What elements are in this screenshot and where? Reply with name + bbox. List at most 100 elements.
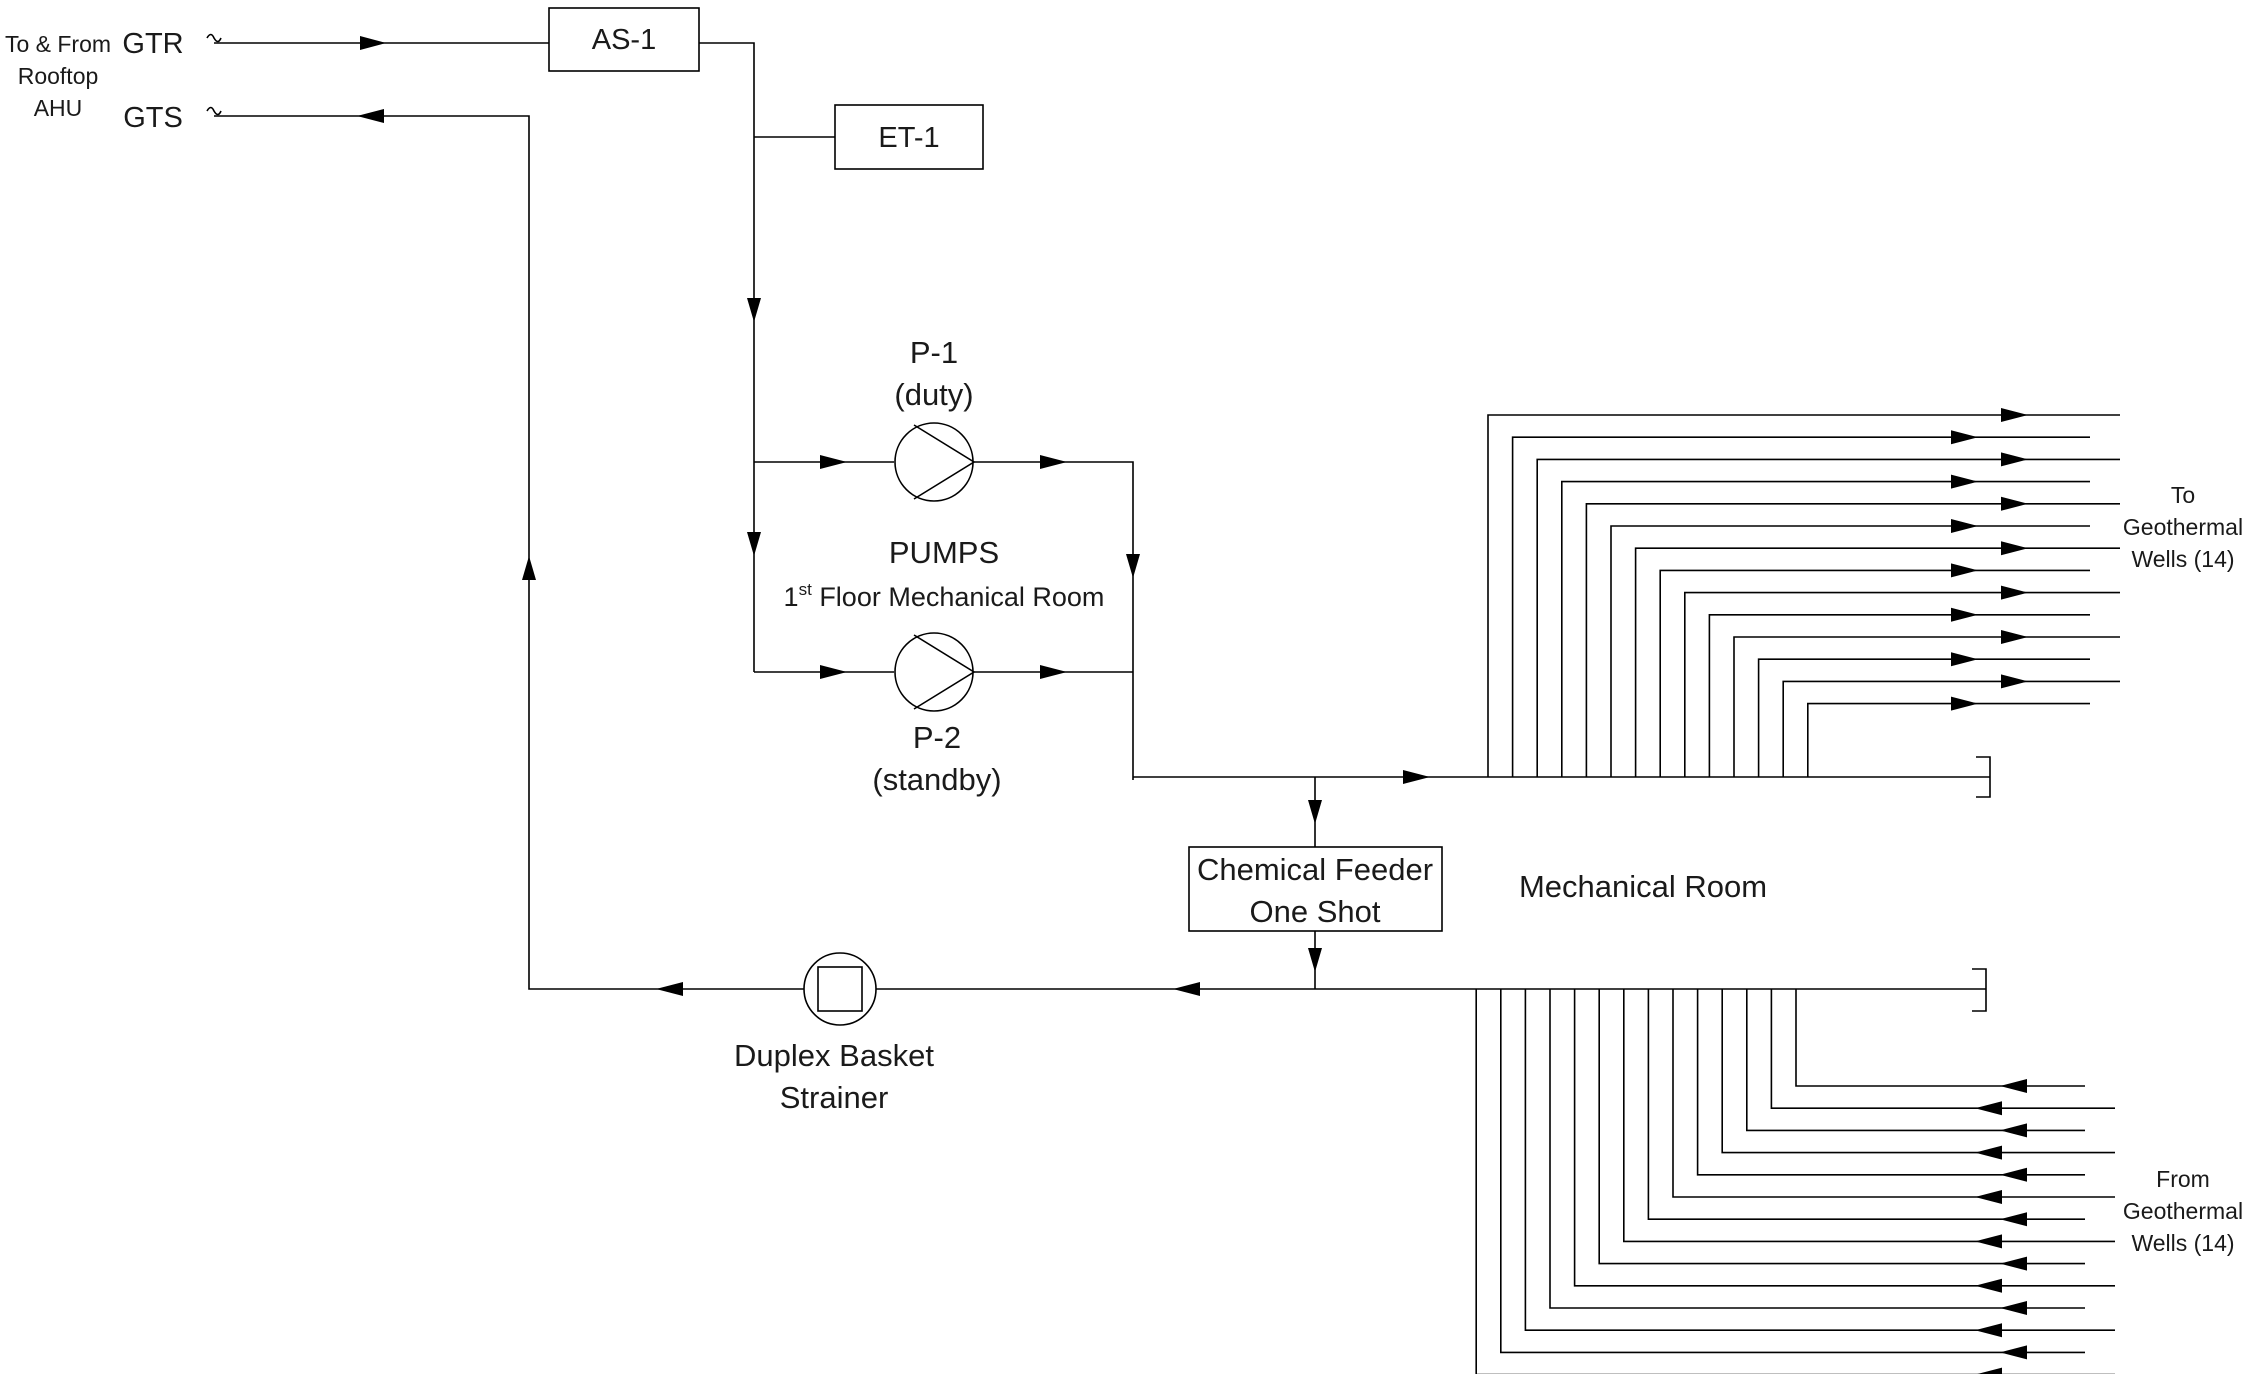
svg-text:Geothermal: Geothermal — [2123, 1198, 2243, 1224]
gtr-break-symbol — [206, 33, 222, 43]
to-wells-label: To Geothermal Wells (14) — [2123, 482, 2243, 572]
discharge-down-arrow — [1126, 554, 1140, 578]
return-well-pipe — [1623, 989, 2115, 1243]
gts-flow-arrow — [357, 109, 384, 123]
return-well-circuits — [1475, 989, 2115, 1374]
supply-well-arrow — [1951, 652, 1978, 667]
pump2-icon — [894, 632, 976, 712]
return-well-arrow — [1975, 1234, 2002, 1249]
supply-well-arrow — [2001, 496, 2028, 511]
return-well-pipe — [1647, 989, 2085, 1220]
supply-well-pipe — [1659, 569, 2090, 777]
pump2-discharge-arrow — [1040, 665, 1067, 679]
return-well-arrow — [1975, 1145, 2002, 1160]
supply-well-pipe — [1634, 547, 2120, 777]
riser-up-arrow — [522, 556, 536, 580]
pump2-role: (standby) — [872, 762, 1001, 797]
pumps-title: PUMPS — [889, 535, 999, 570]
return-well-pipe — [1598, 989, 2085, 1265]
return-well-pipe — [1524, 989, 2115, 1331]
gts-break-symbol — [206, 106, 222, 116]
return-well-arrow — [2000, 1301, 2027, 1315]
svg-text:To & From: To & From — [5, 31, 111, 57]
supply-well-arrow — [2001, 452, 2028, 467]
gts-return-pipe — [214, 115, 804, 990]
return-well-pipe — [1770, 989, 2115, 1109]
supply-well-arrow — [1951, 519, 1978, 533]
return-well-arrow — [1975, 1323, 2002, 1338]
return-well-arrow — [1975, 1278, 2002, 1293]
expansion-tank-label: ET-1 — [878, 122, 939, 154]
return-well-pipe — [1549, 989, 2085, 1309]
pump1-tag: P-1 — [910, 335, 958, 370]
return-well-arrow — [2000, 1345, 2027, 1360]
air-separator-box — [548, 7, 700, 72]
pumps-location: 1st Floor Mechanical Room — [784, 580, 1105, 612]
return-well-arrow — [2000, 1212, 2027, 1227]
svg-text:From: From — [2156, 1166, 2210, 1192]
supply-header-arrow — [1403, 770, 1430, 784]
supply-well-pipe — [1807, 702, 2090, 777]
pump1-discharge-arrow — [1040, 455, 1067, 469]
return-well-pipe — [1721, 989, 2115, 1154]
svg-text:AHU: AHU — [34, 95, 83, 121]
supply-down-arrow — [747, 298, 761, 322]
chemical-feeder-line1: Chemical Feeder — [1197, 852, 1433, 887]
supply-well-arrow — [1951, 607, 1978, 622]
expansion-tank-box — [834, 104, 984, 170]
from-wells-label: From Geothermal Wells (14) — [2123, 1166, 2243, 1256]
supply-well-arrow — [2001, 585, 2028, 600]
return-well-pipe — [1573, 989, 2115, 1287]
supply-well-arrow — [1951, 430, 1978, 445]
pump1-discharge-pipe — [973, 461, 1134, 780]
supply-well-pipe — [1511, 436, 2090, 777]
supply-well-pipe — [1610, 525, 2090, 777]
supply-well-pipe — [1757, 658, 2090, 777]
supply-well-arrow — [2001, 630, 2028, 644]
supply-header-cap — [1976, 756, 1991, 798]
return-well-pipe — [1795, 989, 2085, 1087]
return-well-pipe — [1500, 989, 2085, 1354]
svg-text:Wells (14): Wells (14) — [2131, 1230, 2234, 1256]
pump1-suction-arrow — [820, 455, 847, 469]
supply-well-pipe — [1561, 480, 2090, 777]
chemical-feeder-inlet-arrow — [1308, 800, 1322, 824]
supply-well-pipe — [1487, 414, 2120, 777]
return-well-arrow — [2000, 1079, 2027, 1093]
mechanical-room-label: Mechanical Room — [1519, 869, 1767, 904]
return-header-arrow — [1173, 982, 1200, 996]
supply-well-pipe — [1733, 636, 2120, 777]
gtr-flow-arrow — [360, 36, 386, 50]
return-well-arrow — [2000, 1123, 2027, 1138]
supply-well-circuits — [1487, 408, 2120, 777]
supply-well-pipe — [1708, 613, 2090, 777]
supply-well-arrow — [2001, 674, 2028, 689]
gtr-label: GTR — [122, 28, 183, 60]
supply-well-pipe — [1536, 458, 2120, 777]
return-well-arrow — [2000, 1256, 2027, 1271]
chemical-feeder-line2: One Shot — [1250, 894, 1381, 929]
supply-well-pipe — [1585, 502, 2120, 777]
chemical-feeder-outlet-arrow — [1308, 948, 1322, 972]
svg-text:To: To — [2171, 482, 2195, 508]
supply-well-arrow — [1951, 474, 1978, 489]
svg-text:Geothermal: Geothermal — [2123, 514, 2243, 540]
return-well-arrow — [2000, 1167, 2027, 1182]
strainer-label-line2: Strainer — [780, 1080, 889, 1115]
supply-well-pipe — [1684, 591, 2120, 777]
return-well-arrow — [1975, 1101, 2002, 1116]
return-well-pipe — [1696, 989, 2085, 1176]
supply-well-arrow — [1951, 563, 1978, 578]
supply-well-arrow — [2001, 408, 2028, 422]
return-well-pipe — [1475, 989, 2115, 1374]
duplex-strainer-icon — [803, 952, 877, 1026]
svg-text:Rooftop: Rooftop — [18, 63, 99, 89]
return-well-pipe — [1672, 989, 2115, 1198]
return-well-arrow — [1975, 1190, 2002, 1204]
as1-outlet-pipe — [699, 42, 755, 462]
supply-well-arrow — [1951, 696, 1978, 711]
rooftop-ahu-label: To & From Rooftop AHU — [5, 31, 111, 121]
strainer-outlet-arrow — [656, 982, 683, 996]
strainer-label-line1: Duplex Basket — [734, 1038, 934, 1073]
